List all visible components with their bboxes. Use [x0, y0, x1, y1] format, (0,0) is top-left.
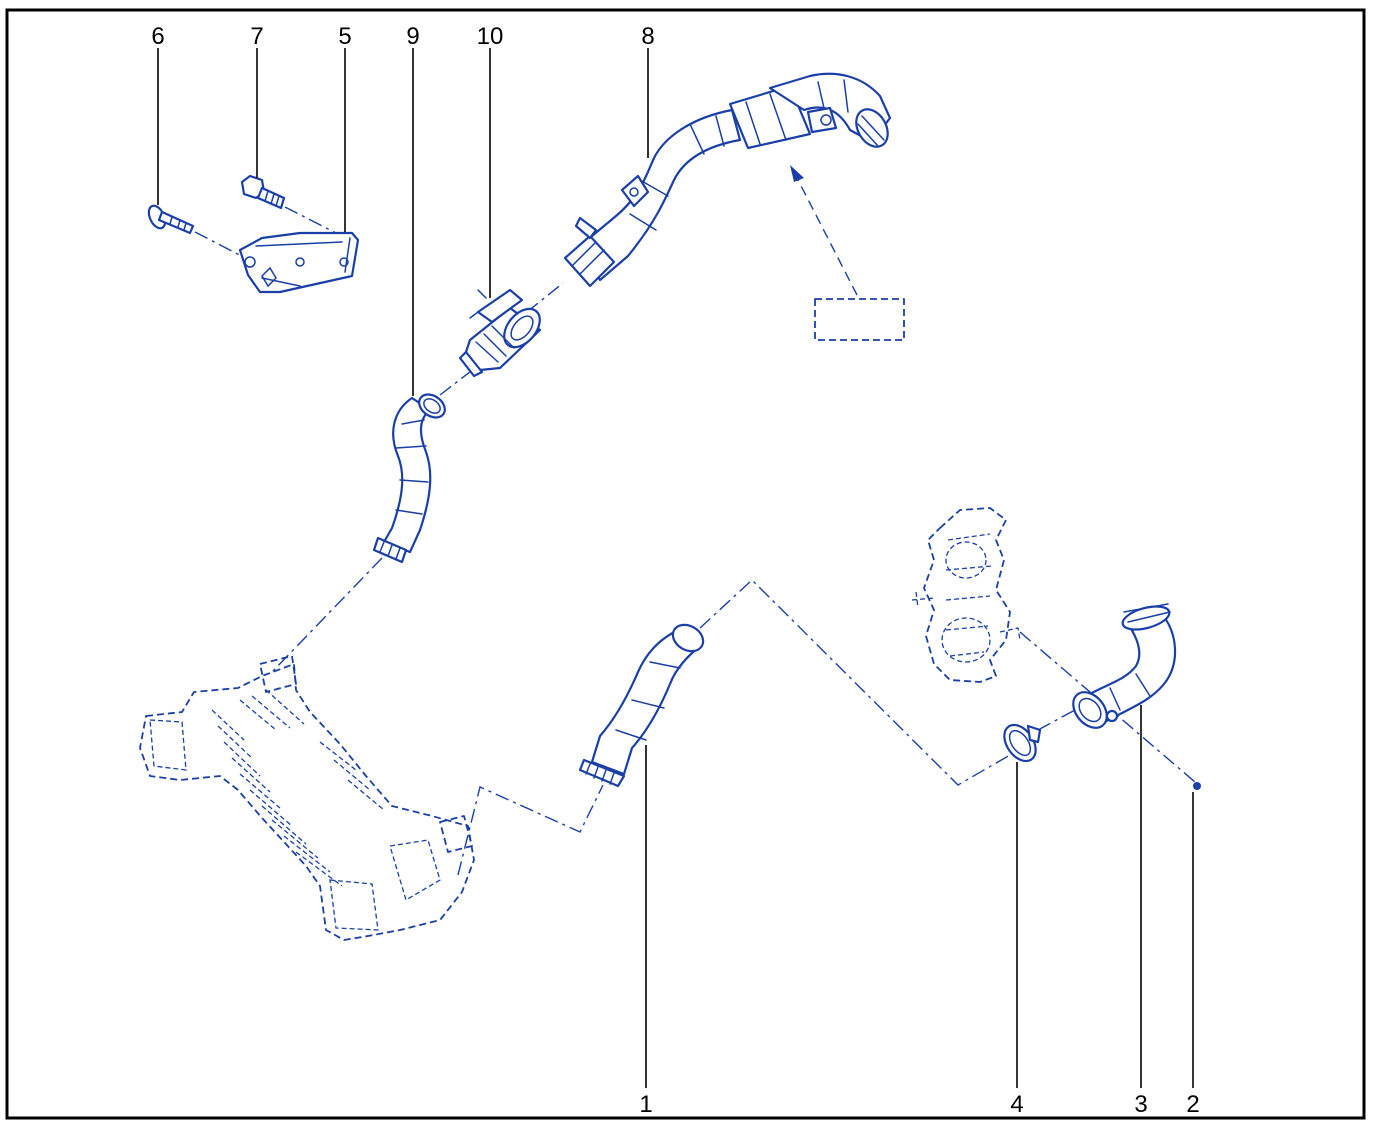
assembly-line-7-to-5 [284, 206, 343, 237]
assembly-line-intercooler-to-1 [457, 784, 604, 876]
callout-7: 7 [250, 23, 263, 50]
part-3-hose [1072, 603, 1177, 729]
ghost-turbocharger [911, 507, 1021, 683]
callout-1: 1 [639, 1091, 652, 1118]
callout-2: 2 [1186, 1091, 1199, 1118]
part-4-clamp [1003, 723, 1042, 763]
part-7-bolt [240, 174, 286, 210]
part-8-pipe [563, 72, 892, 288]
callout-3: 3 [1134, 1091, 1147, 1118]
direction-line-box-to-8 [796, 177, 858, 296]
part-5-bracket [238, 231, 360, 294]
assembly-line-10-to-8 [526, 282, 564, 313]
diagram-frame [5, 8, 1366, 1120]
assembly-line-4-to-3 [1037, 709, 1076, 731]
parts-artwork [139, 72, 1201, 941]
callout-9: 9 [406, 23, 419, 50]
assembly-line-9-to-intercooler [271, 557, 383, 673]
ghost-intercooler [139, 655, 475, 941]
callout-8: 8 [641, 23, 654, 50]
callout-labels: 6 7 5 9 10 8 1 4 3 2 [151, 23, 1199, 1118]
callout-6: 6 [151, 23, 164, 50]
assembly-line-1-to-4 [699, 579, 1011, 786]
callout-leaders [157, 48, 1194, 1088]
callout-4: 4 [1010, 1091, 1023, 1118]
direction-arrowhead [790, 165, 804, 182]
assembly-line-9-to-10 [439, 367, 476, 396]
part-2-screw [1193, 782, 1201, 790]
callout-5: 5 [338, 23, 351, 50]
part-10-connector [458, 288, 542, 378]
callout-10: 10 [477, 23, 504, 50]
part-1-hose [578, 623, 705, 788]
part-6-bolt [147, 204, 195, 235]
reference-box [814, 298, 905, 341]
part-9-hose [372, 393, 446, 564]
